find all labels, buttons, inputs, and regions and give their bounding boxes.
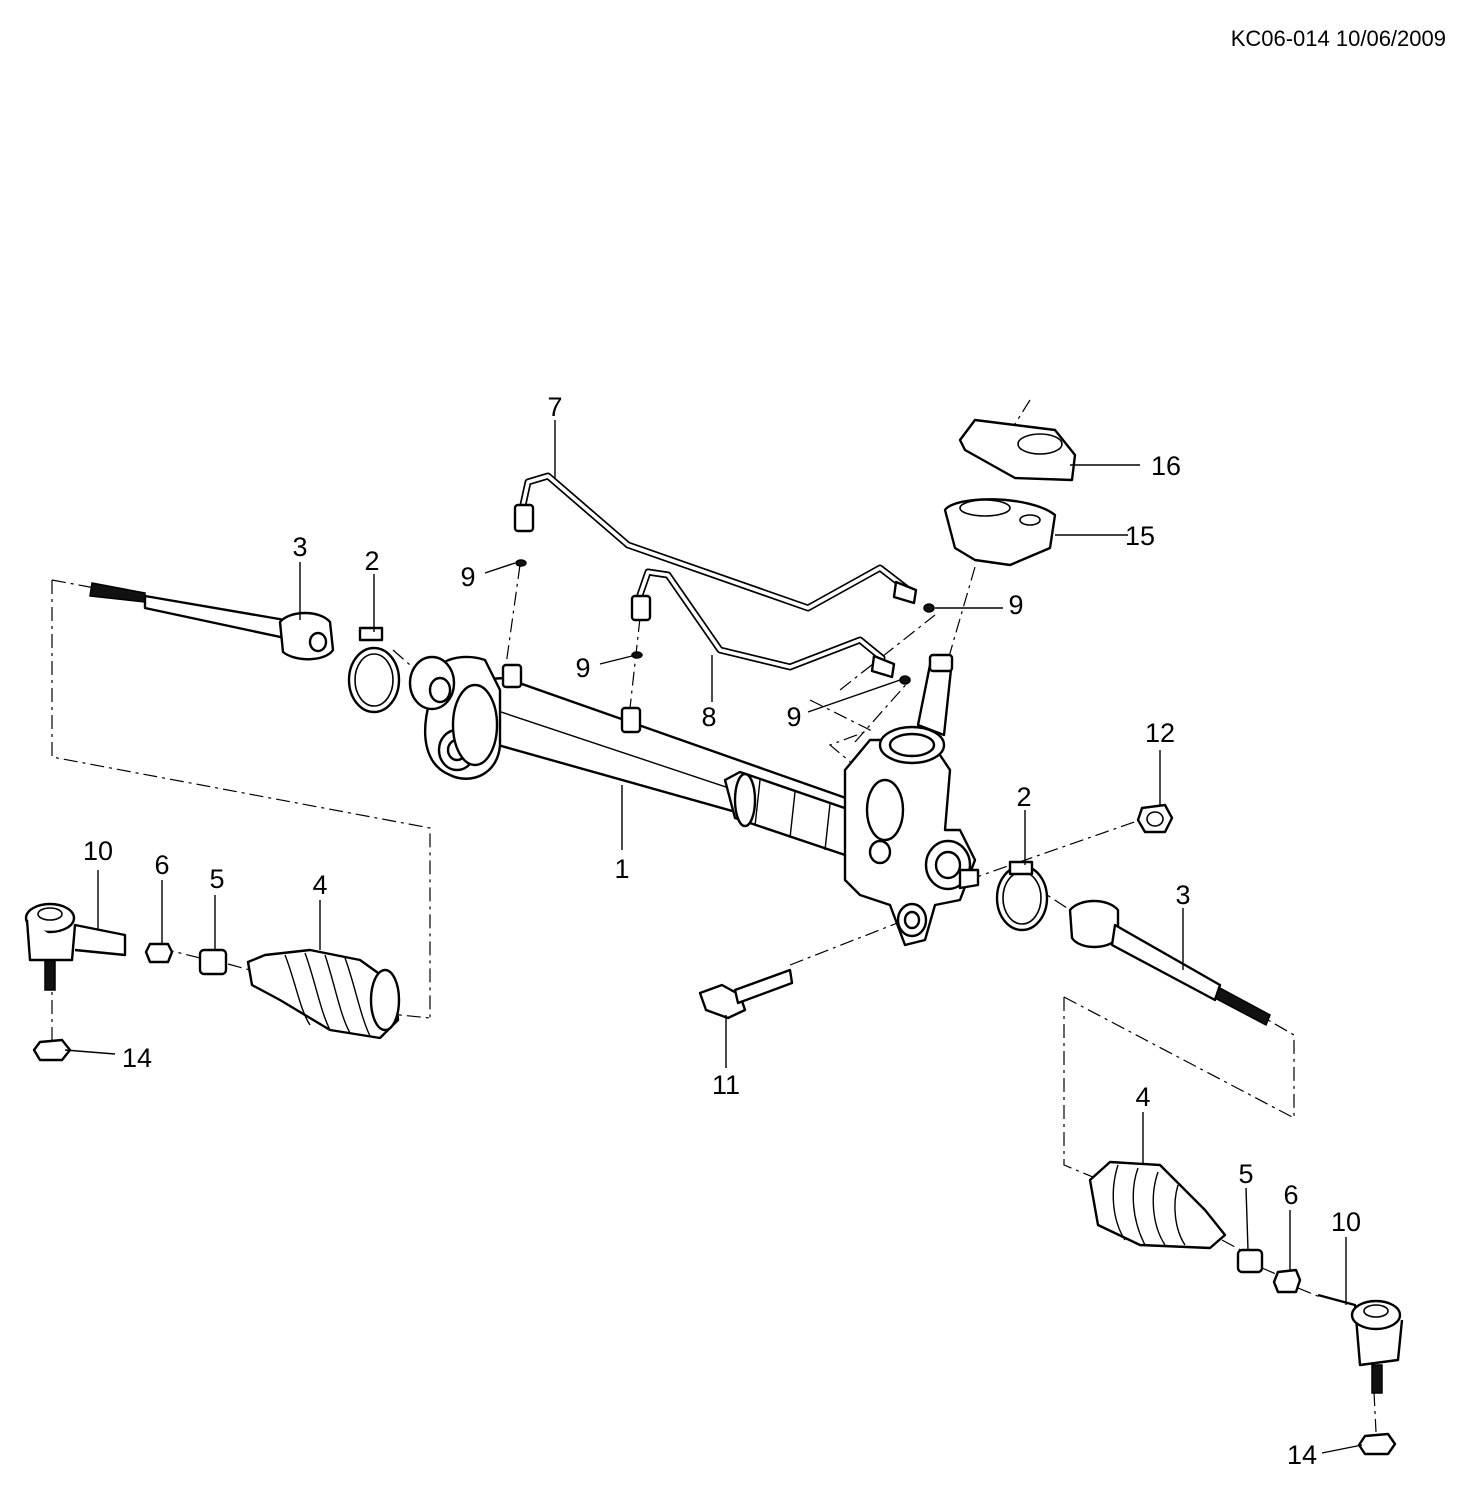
callout-5-right: 5 bbox=[1238, 1159, 1253, 1189]
seal-ring-3 bbox=[923, 603, 935, 613]
callout-1: 1 bbox=[614, 854, 629, 884]
callout-labels: 1 2 2 3 3 4 4 5 5 6 6 7 8 9 9 9 9 10 10 … bbox=[83, 392, 1361, 1470]
seal-ring-1 bbox=[515, 559, 527, 567]
callout-11: 11 bbox=[712, 1070, 740, 1100]
rack-housing bbox=[408, 653, 980, 947]
right-clamp-ring bbox=[995, 860, 1049, 932]
callout-5-left: 5 bbox=[209, 864, 224, 894]
callout-6-right: 6 bbox=[1283, 1180, 1298, 1210]
right-bushing bbox=[1136, 803, 1174, 834]
seal-ring-2 bbox=[631, 651, 643, 659]
left-lock-nut bbox=[144, 942, 174, 964]
left-tie-rod-end bbox=[24, 902, 127, 991]
callout-4-left: 4 bbox=[312, 870, 327, 900]
pinion-cover-seal bbox=[943, 498, 1057, 567]
callout-6-left: 6 bbox=[154, 850, 169, 880]
callout-2-left: 2 bbox=[364, 546, 379, 576]
left-clamp-ring bbox=[347, 626, 401, 714]
right-tie-rod-end bbox=[1317, 1293, 1404, 1394]
left-boot bbox=[246, 948, 401, 1040]
pipe-lower bbox=[630, 568, 896, 679]
right-boot-clip bbox=[1236, 1248, 1264, 1274]
callout-3-left: 3 bbox=[292, 532, 307, 562]
seal-ring-4 bbox=[899, 675, 911, 685]
right-lock-nut bbox=[1272, 1268, 1302, 1294]
callout-4-right: 4 bbox=[1135, 1082, 1150, 1112]
left-castle-nut bbox=[32, 1038, 72, 1062]
callout-10-left: 10 bbox=[83, 836, 113, 866]
seal-rings bbox=[515, 559, 935, 685]
callout-9-b: 9 bbox=[575, 653, 590, 683]
callout-15: 15 bbox=[1125, 521, 1155, 551]
callout-14-right: 14 bbox=[1287, 1440, 1317, 1470]
document-code: KC06-014 10/06/2009 bbox=[1231, 26, 1446, 51]
assembly-guide-lines bbox=[51, 399, 1377, 1433]
callout-7: 7 bbox=[547, 392, 562, 422]
callout-9-c: 9 bbox=[1008, 590, 1023, 620]
right-castle-nut bbox=[1357, 1432, 1397, 1456]
pipe-upper bbox=[513, 472, 918, 612]
pinion-cover-cap bbox=[958, 418, 1077, 482]
callout-9-a: 9 bbox=[460, 562, 475, 592]
right-boot bbox=[1088, 1160, 1227, 1250]
callout-12: 12 bbox=[1145, 718, 1175, 748]
callout-9-d: 9 bbox=[786, 702, 801, 732]
mounting-bolt bbox=[698, 968, 794, 1020]
callout-leaders bbox=[64, 420, 1363, 1454]
callout-10-right: 10 bbox=[1331, 1207, 1361, 1237]
callout-8: 8 bbox=[701, 702, 716, 732]
callout-3-right: 3 bbox=[1175, 880, 1190, 910]
callout-14-left: 14 bbox=[122, 1043, 152, 1073]
right-inner-tie-rod bbox=[1068, 899, 1271, 1027]
left-boot-clip bbox=[198, 948, 228, 976]
callout-16: 16 bbox=[1151, 451, 1181, 481]
callout-2-right: 2 bbox=[1016, 782, 1031, 812]
left-inner-tie-rod bbox=[89, 582, 335, 661]
